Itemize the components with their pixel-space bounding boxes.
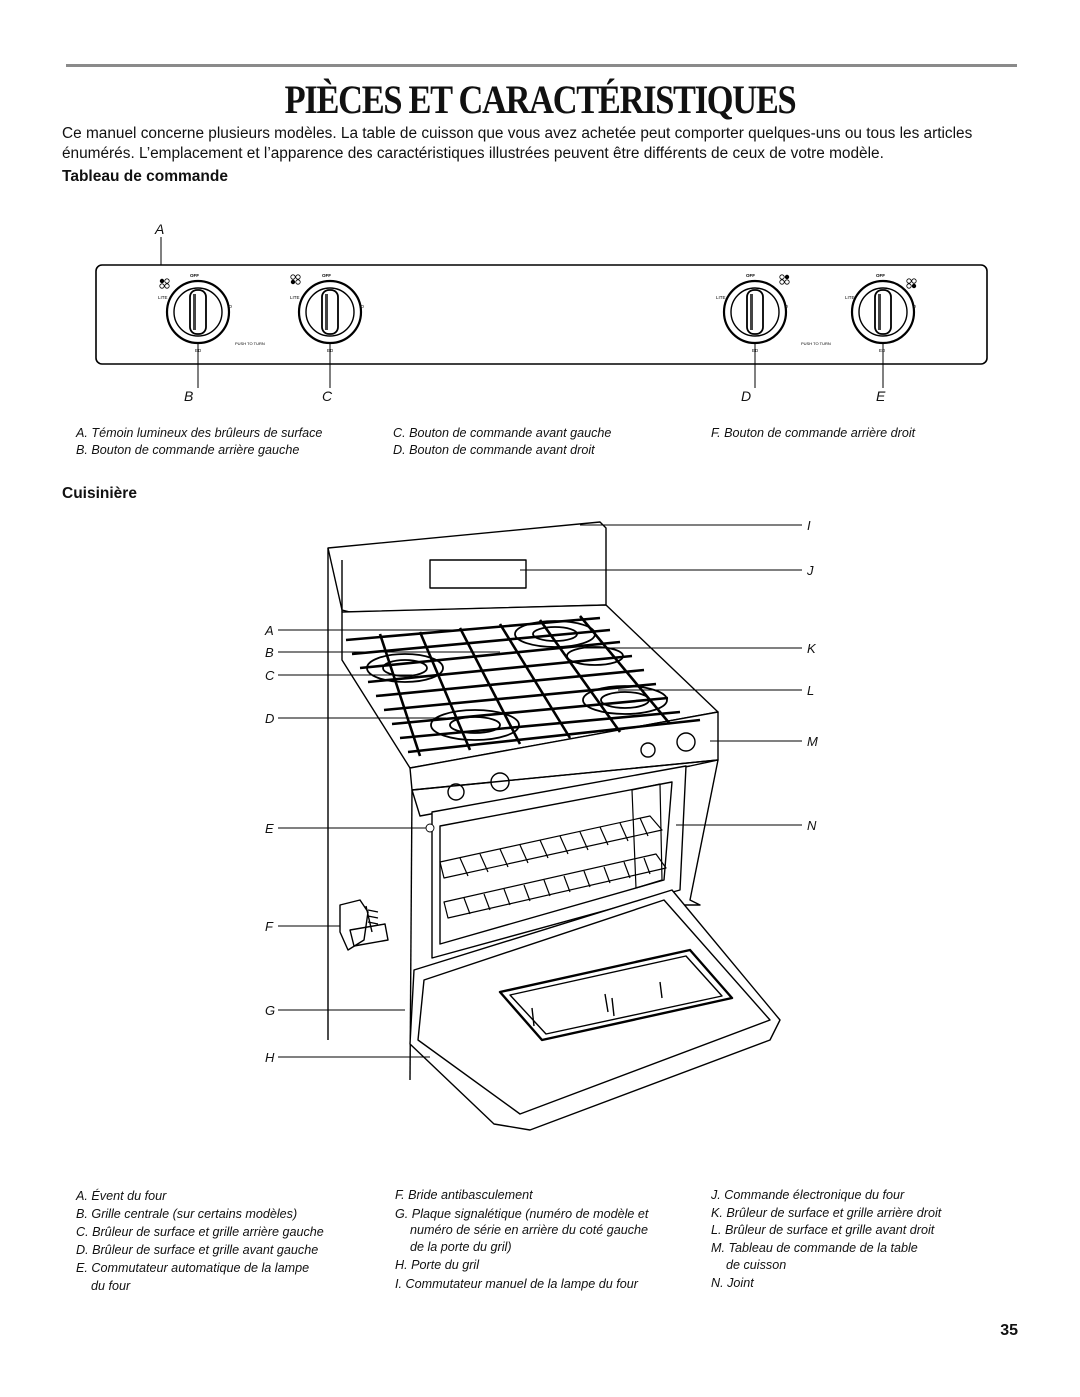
svg-text:PUSH TO TURN: PUSH TO TURN [235,341,265,346]
panel-callout-d: D [741,388,752,404]
svg-text:OFF: OFF [190,273,199,278]
range-callout-f: F [265,919,273,934]
svg-text:OFF: OFF [322,273,331,278]
range-callout-g: G [265,1003,276,1018]
control-panel-heading: Tableau de commande [62,168,228,185]
svg-text:OFF: OFF [746,273,755,278]
range-callout-k: K [807,641,816,656]
svg-text:LITE: LITE [290,295,300,300]
intro-paragraph: Ce manuel concerne plusieurs modèles. La… [62,125,973,162]
range-callout-l: L [807,683,815,698]
range-legend-col3: J. Commande électronique du four K. Brûl… [711,1188,942,1290]
knob-front-left: OFF LITE LO ED [290,273,365,388]
range-callout-j: J [807,563,814,578]
svg-text:LITE: LITE [845,295,855,300]
page-number: 35 [1000,1322,1018,1339]
range-legend-col1: A. Évent du four B. Grille centrale (sur… [76,1189,324,1293]
knob-rear-right: OFF LITE LO ED [845,273,917,388]
panel-callout-b: B [184,388,194,404]
range-callout-h: H [265,1050,275,1065]
range-legend-col2: F. Bride antibasculement G. Plaque signa… [395,1188,649,1291]
svg-text:ED: ED [752,348,759,353]
knob-front-right: OFF LITE LO ED [716,273,790,388]
control-panel-illustration: OFF LITE LO ED PUSH TO TURN OFF LITE LO … [95,237,988,388]
svg-text:LITE: LITE [158,295,168,300]
page-title: PIÈCES ET CARACTÉRISTIQUES [284,77,797,122]
range-callout-b: B [265,645,274,660]
range-callout-e: E [265,821,274,836]
panel-callout-a: A [155,221,165,237]
range-callout-a: A [265,623,274,638]
range-callout-c: C [265,668,275,683]
range-callout-i: I [807,518,811,533]
range-illustration [278,521,802,1131]
svg-text:OFF: OFF [876,273,885,278]
panel-legend-col1: A. Témoin lumineux des brûleurs de surfa… [76,426,323,457]
svg-text:PUSH TO TURN: PUSH TO TURN [801,341,831,346]
range-heading: Cuisinière [62,485,137,502]
panel-legend-col3: F. Bouton de commande arrière droit [711,426,916,440]
svg-text:ED: ED [327,348,334,353]
panel-callout-e: E [876,388,886,404]
panel-callout-c: C [322,388,333,404]
svg-text:LITE: LITE [716,295,726,300]
svg-text:ED: ED [195,348,202,353]
panel-legend-col2: C. Bouton de commande avant gauche D. Bo… [393,426,612,457]
knob-rear-left: OFF LITE LO ED [158,273,233,388]
range-callout-m: M [807,734,818,749]
top-rule [66,64,1017,67]
range-callout-d: D [265,711,275,726]
range-callout-n: N [807,818,817,833]
